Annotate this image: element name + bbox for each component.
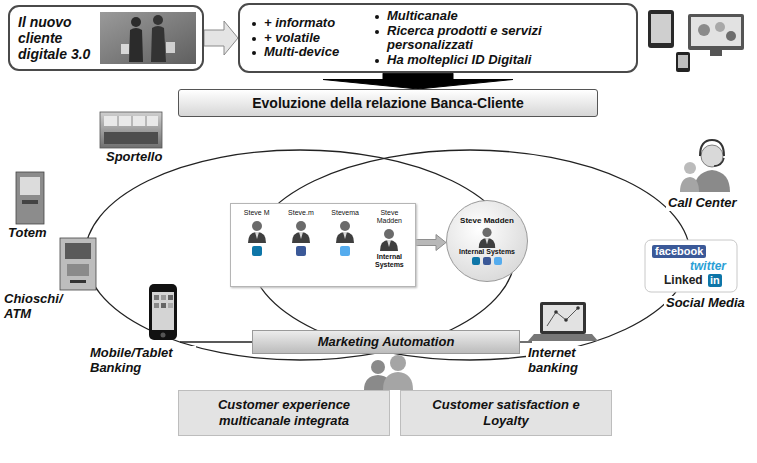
block-arrow — [204, 21, 238, 55]
bullet-dot — [375, 30, 379, 34]
devices-icon — [648, 10, 744, 72]
profile-name: Stevema — [331, 209, 359, 217]
big-arrow — [323, 73, 513, 89]
social-icon — [340, 246, 350, 256]
bullet-text: Multicanale — [387, 9, 458, 24]
channel-label: Mobile/Tablet Banking — [88, 346, 196, 376]
bank-counter-picture — [100, 112, 162, 148]
bullet-text: Ricerca prodotti e servizi personalizzat… — [387, 24, 593, 53]
social-icon — [252, 246, 262, 256]
traits-box: + informato+ volatileMulti-device Multica… — [238, 3, 638, 73]
shoppers-photo — [100, 12, 196, 64]
social-icons — [472, 257, 502, 265]
call-center-picture — [680, 140, 730, 192]
box-text: Customer satisfaction e Loyalty — [411, 397, 601, 428]
intro-box: Il nuovo cliente digitale 3.0 — [8, 5, 204, 71]
social-icon — [494, 257, 502, 265]
bullet-dot — [375, 59, 379, 63]
arrow — [416, 235, 446, 251]
channel-label: Social Media — [664, 296, 747, 311]
channel-label: Internet banking — [526, 346, 600, 376]
bullet-dot — [252, 22, 256, 26]
person-icon — [335, 219, 355, 243]
process-band: Marketing Automation — [252, 330, 520, 354]
logo-text: twitter — [690, 260, 726, 274]
result-box: Customer satisfaction e Loyalty — [400, 390, 612, 436]
person-icon — [291, 219, 311, 243]
social-logo-ground — [645, 240, 737, 292]
profile-name: Steve Madden — [369, 209, 410, 225]
band-text: Marketing Automation — [318, 334, 455, 350]
bullet-text: Ha molteplici ID Digitali — [387, 53, 531, 68]
bullet-dot — [252, 51, 256, 55]
atm-picture — [60, 238, 96, 290]
person-icon — [379, 227, 399, 251]
bullet-item: Multi-device — [252, 45, 357, 60]
link-line — [180, 341, 252, 342]
logo-text: in — [708, 274, 722, 287]
bullet-item: Ricerca prodotti e servizi personalizzat… — [375, 24, 593, 53]
customers-icon — [364, 355, 413, 390]
box-text: Il nuovo cliente digitale 3.0 — [18, 14, 106, 62]
channel-label: Call Center — [666, 196, 739, 211]
system-name: Internal Systems — [459, 248, 515, 256]
social-icon — [483, 257, 491, 265]
logo-text: Linked — [664, 274, 703, 288]
heading-box: Evoluzione della relazione Banca-Cliente — [178, 89, 598, 117]
channel-label: Chioschi/ ATM — [2, 292, 78, 322]
smartphone-picture — [149, 284, 177, 340]
bullet-item: + informato — [252, 16, 357, 31]
bullet-text: Multi-device — [264, 45, 339, 60]
bullet-item: Ha molteplici ID Digitali — [375, 53, 593, 68]
channel-label: Sportello — [104, 150, 164, 165]
profile-name: Steve.m — [288, 209, 314, 217]
profile-name: Steve M — [244, 209, 270, 217]
bullet-item: + volatile — [252, 31, 357, 46]
heading-text: Evoluzione della relazione Banca-Cliente — [252, 95, 524, 112]
social-icon — [296, 246, 306, 256]
box-text: Customer experience multicanale integrat… — [189, 397, 379, 428]
totem-picture — [16, 172, 44, 224]
profile-column: Steve.m — [280, 209, 321, 256]
bullet-column: + informato+ volatileMulti-device — [252, 16, 357, 60]
link-line — [520, 341, 532, 342]
bullet-item: Multicanale — [375, 9, 593, 24]
bullet-column: MulticanaleRicerca prodotti e servizi pe… — [375, 9, 593, 67]
profile-column: Stevema — [325, 209, 366, 256]
bullet-text: + volatile — [264, 31, 320, 46]
bullet-dot — [375, 15, 379, 19]
result-box: Customer experience multicanale integrat… — [178, 390, 390, 436]
laptop-picture — [528, 302, 598, 341]
profile-column: Steve MaddenInternal Systems — [369, 209, 410, 268]
system-name: Internal Systems — [369, 253, 410, 268]
bullet-text: + informato — [264, 16, 335, 31]
profiles-panel: Steve M Steve.m Stevema Steve MaddenInterna… — [230, 203, 416, 287]
logo-text: facebook — [652, 245, 706, 258]
unified-profile-circle: Steve MaddenInternal Systems — [446, 200, 528, 282]
profile-column: Steve M — [236, 209, 277, 256]
bullet-dot — [252, 37, 256, 41]
channel-label: Totem — [6, 226, 49, 241]
profile-name: Steve Madden — [460, 217, 514, 226]
social-icon — [472, 257, 480, 265]
person-icon — [247, 219, 267, 243]
person-icon — [477, 226, 497, 248]
